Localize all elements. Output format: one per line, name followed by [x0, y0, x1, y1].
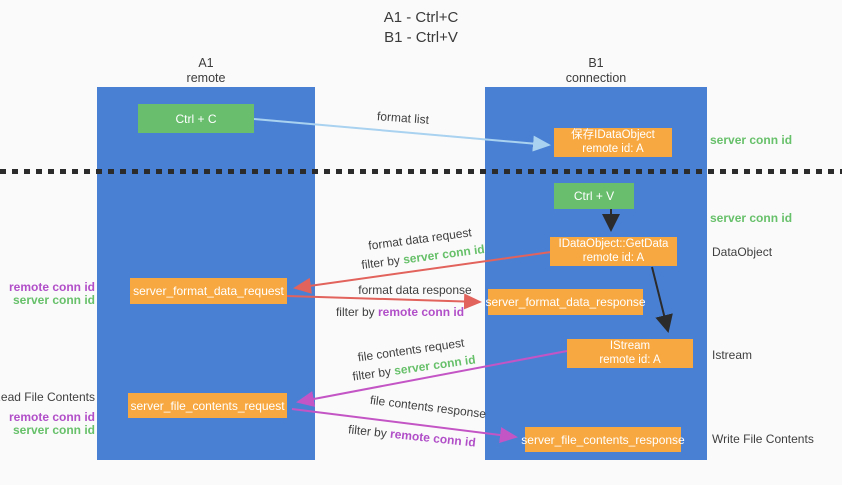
label-read-file-contents: Read File Contents [0, 390, 95, 404]
column-header-b1-role: connection [565, 71, 627, 85]
node-save-idataobject: 保存IDataObject remote id: A [554, 128, 672, 157]
column-header-a1: A1 remote [97, 56, 315, 86]
arrow-format-list [253, 118, 551, 152]
label-server-conn-id-top-right: server conn id [710, 133, 793, 147]
node-istream-line2: remote id: A [599, 353, 661, 366]
diagram-title: A1 - Ctrl+C B1 - Ctrl+V [0, 8, 842, 48]
label-server-conn-id-mid-right: server conn id [710, 211, 793, 225]
label-write-file-contents: Write File Contents [712, 432, 814, 446]
label-server-conn-id-left-1: server conn id [12, 293, 95, 307]
label-dataobject: DataObject [712, 245, 773, 259]
column-header-b1: B1 connection [485, 56, 707, 86]
node-server-format-data-request-label: server_format_data_request [133, 284, 284, 298]
arrow-format-data-request [293, 251, 552, 294]
node-server-format-data-response-label: server_format_data_response [485, 295, 646, 309]
column-header-b1-name: B1 [588, 56, 604, 70]
node-ctrl-v-label: Ctrl + V [573, 189, 615, 203]
node-server-file-contents-response-label: server_file_contents_response [521, 432, 685, 447]
label-istream: Istream [712, 348, 753, 362]
column-header-a1-name: A1 [198, 56, 214, 70]
node-idataobject-getdata: IDataObject::GetData remote id: A [550, 237, 677, 266]
node-idataobject-getdata-line2: remote id: A [582, 251, 645, 264]
diagram-title-line2: B1 - Ctrl+V [384, 29, 458, 46]
node-server-format-data-response: server_format_data_response [485, 289, 646, 315]
dotted-separator-line [0, 169, 842, 174]
node-istream-line1: IStream [609, 340, 651, 352]
arrow-getdata-to-istream [651, 266, 673, 333]
node-server-file-contents-response: server_file_contents_response [521, 427, 685, 452]
arrow-format-data-response [286, 293, 482, 310]
node-save-idataobject-line1: 保存IDataObject [571, 129, 655, 141]
label-filter-by-remote-1: filter by remote conn id [336, 305, 464, 319]
node-server-file-contents-request-label: server_file_contents_request [130, 398, 285, 413]
node-ctrl-c-label: Ctrl + C [175, 111, 217, 126]
label-remote-conn-id-left-2: remote conn id [8, 410, 95, 424]
label-remote-conn-id-left-1: remote conn id [8, 280, 95, 294]
label-remote-conn-id-filter-1: remote conn id [378, 305, 465, 319]
arrow-file-contents-response [291, 408, 518, 443]
node-idataobject-getdata-line1: IDataObject::GetData [558, 238, 669, 250]
node-server-format-data-request: server_format_data_request [130, 278, 287, 304]
node-save-idataobject-line2: remote id: A [582, 142, 644, 155]
node-istream: IStream remote id: A [567, 339, 693, 368]
node-server-file-contents-request: server_file_contents_request [128, 393, 287, 418]
label-server-conn-id-left-2: server conn id [12, 423, 95, 437]
arrow-file-contents-request [296, 350, 568, 407]
node-ctrl-c: Ctrl + C [138, 104, 254, 133]
label-format-data-response: format data response [358, 283, 472, 297]
diagram-title-line1: A1 - Ctrl+C [383, 9, 459, 26]
node-ctrl-v: Ctrl + V [554, 183, 634, 209]
column-header-a1-role: remote [186, 71, 226, 85]
label-filter-by-2: filter by [335, 305, 375, 319]
